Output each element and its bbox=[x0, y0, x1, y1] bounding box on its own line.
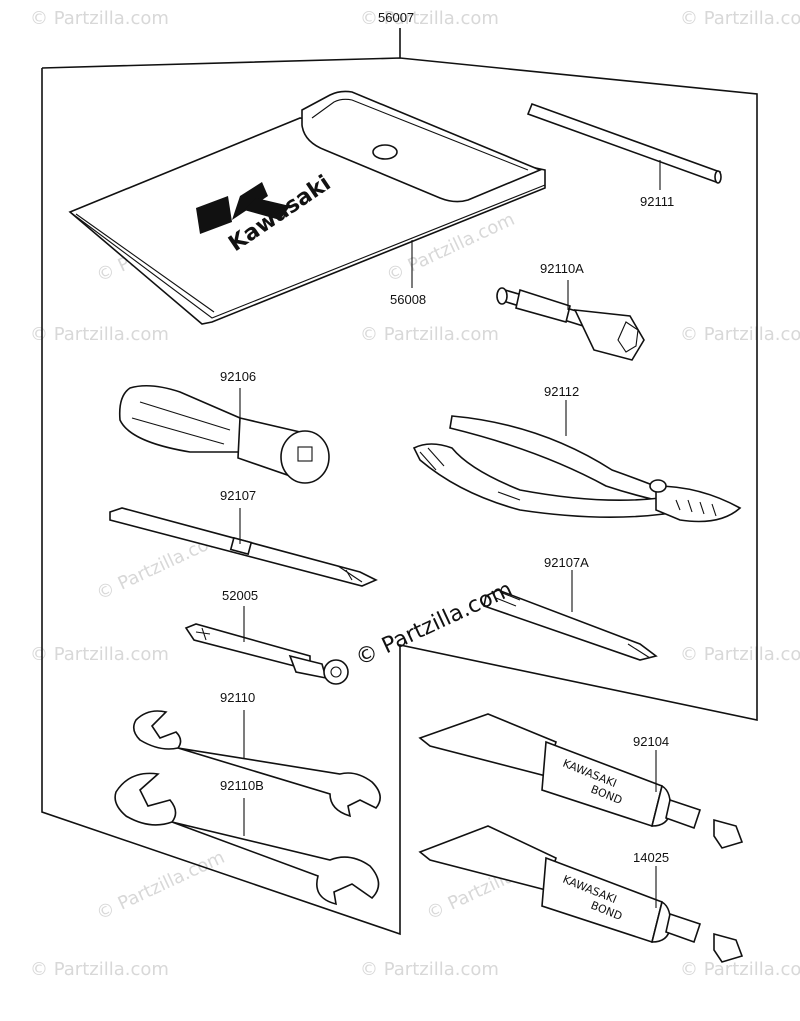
watermark-text: © Partzilla.com bbox=[30, 8, 169, 29]
part-number-92107: 92107 bbox=[220, 488, 256, 503]
part-number-92111: 92111 bbox=[640, 194, 674, 209]
part-number-14025: 14025 bbox=[633, 850, 669, 865]
bond-tube-a: KAWASAKI BOND 92104 bbox=[418, 713, 744, 849]
part-number-56008: 56008 bbox=[390, 292, 426, 307]
pliers: 92112 bbox=[412, 384, 742, 523]
wrench: 92110 bbox=[132, 690, 381, 818]
kit-outline: 56007 bbox=[41, 10, 758, 936]
watermark-text: © Partzilla.com bbox=[30, 644, 169, 665]
screwdriver-bit: 92107A bbox=[483, 555, 658, 661]
watermark-text: © Partzilla.com bbox=[680, 324, 800, 345]
watermark-text: © Partzilla.com bbox=[680, 8, 800, 29]
socket-wrench: 92110A bbox=[496, 261, 645, 361]
center-watermark: © Partzilla.com bbox=[352, 577, 516, 671]
watermark-text: © Partzilla.com bbox=[680, 959, 800, 980]
watermark-text: © Partzilla.com bbox=[360, 8, 499, 29]
part-number-56007: 56007 bbox=[378, 10, 414, 25]
part-number-52005: 52005 bbox=[222, 588, 258, 603]
screwdriver-handle: 92106 bbox=[118, 369, 330, 484]
kawasaki-logo bbox=[196, 182, 290, 234]
part-number-92110B: 92110B bbox=[220, 778, 264, 793]
part-number-92104: 92104 bbox=[633, 734, 669, 749]
watermark-text: © Partzilla.com bbox=[30, 324, 169, 345]
part-number-92110A: 92110A bbox=[540, 261, 584, 276]
part-number-92106: 92106 bbox=[220, 369, 256, 384]
screwdriver: 92107 bbox=[109, 488, 378, 587]
watermark-text: © Partzilla.com bbox=[360, 324, 499, 345]
watermark-text: © Partzilla.com bbox=[30, 959, 169, 980]
watermark-text: © Partzilla.com bbox=[360, 959, 499, 980]
part-number-92107A: 92107A bbox=[544, 555, 589, 570]
watermark-text: © Partzilla.com bbox=[680, 644, 800, 665]
wrench-b: 92110B bbox=[114, 772, 380, 906]
watermark-text: © Partzilla.com bbox=[93, 847, 228, 925]
rod: 92111 bbox=[526, 102, 722, 209]
tool-pouch: Kawasaki 56008 bbox=[68, 90, 546, 325]
part-number-92110: 92110 bbox=[220, 690, 255, 705]
spark-plug-tool: 52005 bbox=[184, 588, 349, 685]
bond-tube-b: KAWASAKI BOND 14025 bbox=[418, 825, 744, 963]
part-number-92112: 92112 bbox=[544, 384, 579, 399]
